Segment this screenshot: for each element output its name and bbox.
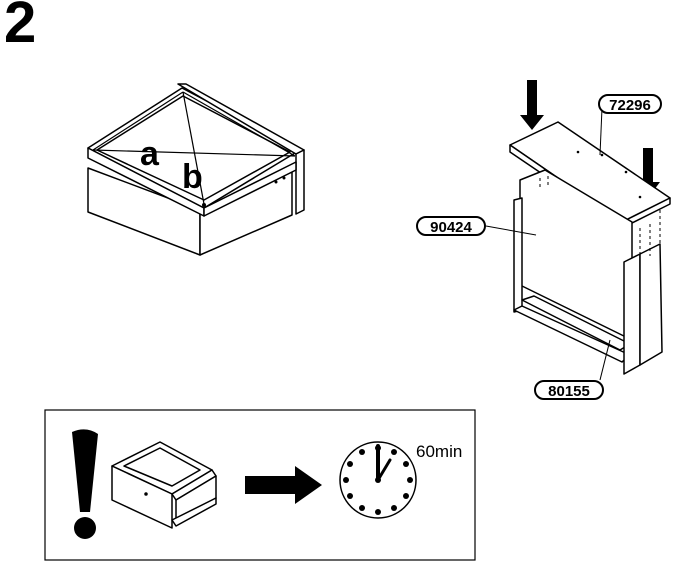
hole-dot	[600, 153, 604, 157]
right-arrow-icon	[245, 466, 322, 504]
diagonal-a-label: a	[140, 135, 159, 173]
screw-hole	[282, 176, 286, 180]
step-number: 2	[4, 0, 37, 55]
drawer-rim-band-side	[203, 161, 297, 217]
screw-hole	[274, 180, 278, 184]
corner-dot	[202, 203, 206, 207]
diagonal-a-line-2	[92, 91, 184, 151]
leader-line-90424	[485, 225, 537, 236]
down-arrow-icon	[520, 80, 544, 130]
part-label-80155: 80155	[534, 380, 604, 400]
leader-line-72296	[599, 107, 603, 156]
diagonal-b-label: b	[182, 158, 203, 196]
drawer-back-panel	[295, 149, 305, 215]
hole-dot	[576, 150, 580, 154]
part-label-72296: 72296	[598, 94, 662, 114]
hole-dot	[638, 195, 642, 199]
diagonal-b-line	[182, 91, 205, 205]
drawer-small-icon	[111, 441, 217, 529]
hole-dot	[624, 170, 628, 174]
right-side-panel-outer	[639, 243, 663, 366]
leader-line-80155	[599, 339, 611, 381]
exclamation-icon	[72, 429, 98, 539]
clock-icon	[339, 441, 417, 519]
part-label-90424: 90424	[416, 216, 486, 236]
time-label: 60min	[416, 442, 463, 461]
diagonal-b-line-2	[182, 91, 296, 157]
